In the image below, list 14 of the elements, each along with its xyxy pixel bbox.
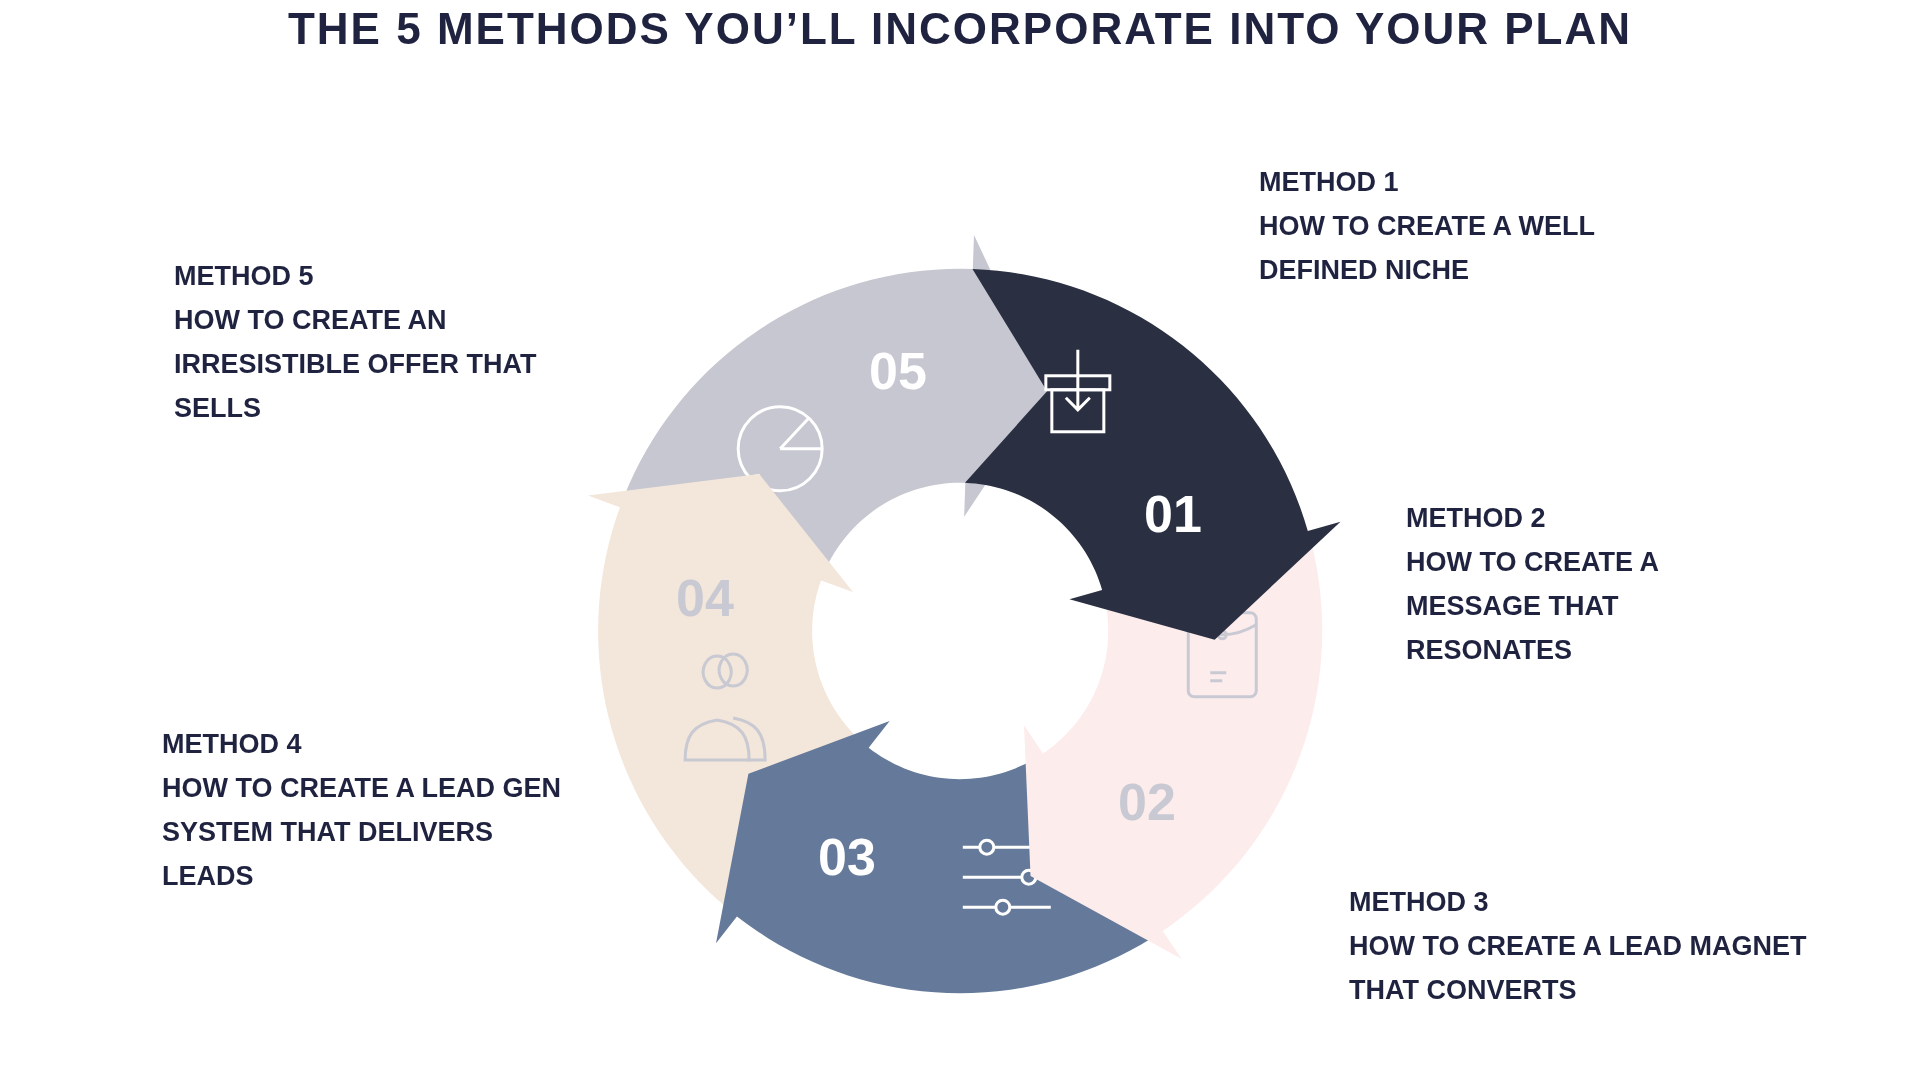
method-heading: METHOD 5: [174, 260, 315, 293]
method-heading: METHOD 1: [1259, 166, 1400, 199]
step-number: 03: [818, 831, 876, 883]
method-description: HOW TO CREATE AN IRRESISTIBLE OFFER THAT SELLS: [174, 304, 538, 425]
title: THE 5 METHODS YOU’LL INCORPORATE INTO YOUR PLAN: [287, 4, 1632, 54]
step-number: 05: [869, 345, 927, 397]
method-description: HOW TO CREATE A MESSAGE THAT RESONATES: [1406, 546, 1659, 667]
method-description: HOW TO CREATE A LEAD GEN SYSTEM THAT DELIVERS LEADS: [162, 772, 562, 893]
method-heading: METHOD 4: [162, 728, 303, 761]
method-description: HOW TO CREATE A LEAD MAGNET THAT CONVERTS: [1349, 930, 1808, 1007]
method-heading: METHOD 3: [1349, 886, 1490, 919]
step-number: 01: [1144, 488, 1202, 540]
method-heading: METHOD 2: [1406, 502, 1547, 535]
method-description: HOW TO CREATE A WELL DEFINED NICHE: [1259, 210, 1596, 287]
